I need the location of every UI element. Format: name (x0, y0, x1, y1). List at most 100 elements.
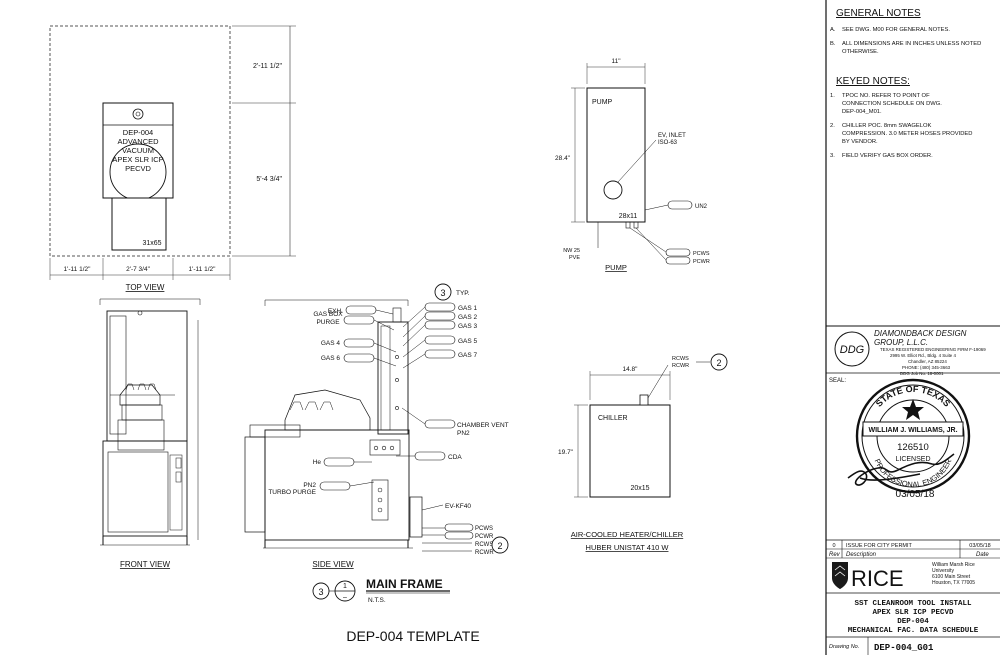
general-note-b-text-1: ALL DIMENSIONS ARE IN INCHES UNLESS NOTE… (842, 41, 981, 47)
revision-description: ISSUE FOR CITY PERMIT (846, 543, 913, 549)
pump-inlet-label-1: EV, INLET (658, 133, 686, 139)
owner-line-4: Houston, TX 77005 (932, 580, 975, 586)
main-frame-title: MAIN FRAME (366, 577, 443, 591)
firm-line-2: 2995 W. Elliot Rd., Bldg. 4 Suite 4 (890, 353, 956, 358)
general-notes-title: GENERAL NOTES (836, 8, 921, 19)
gas-box-purge-label-1: GAS BOX (313, 311, 343, 318)
owner-line-1: William Marsh Rice (932, 562, 975, 568)
chiller-caption-2: HUBER UNISTAT 410 W (586, 543, 670, 552)
keyed-note-2-text-1: CHILLER POC. 8mm SWAGELOK (842, 123, 931, 129)
rcws-label: RCWS (475, 542, 493, 548)
keyed-notes-title: KEYED NOTES: (836, 76, 910, 87)
drawing-number: DEP-004_G01 (874, 643, 934, 653)
revision-date: 03/05/18 (969, 543, 990, 549)
keyed-note-2-text-2: COMPRESSION. 3.0 METER HOSES PROVIDED (842, 131, 972, 137)
gas-4-label: GAS 4 (321, 340, 341, 347)
top-view-device-label-3: VACUUM (122, 146, 154, 155)
side-view (244, 299, 423, 549)
drawing-number-label: Drawing No. (829, 644, 859, 650)
pump-pcws-label: PCWS (693, 251, 710, 257)
firm-line-4: PHONE: (480) 345-3663 (902, 365, 951, 370)
top-view-clearance-zone (49, 25, 231, 257)
project-line-3: DEP-004 (897, 618, 929, 626)
main-frame-callout-den: – (343, 594, 347, 601)
typ-callout-number: 3 (440, 288, 445, 298)
side-view-gas-callouts: 3 TYP. GAS 1 GAS 2 GAS 3 GAS 5 GAS 7 CHA… (396, 283, 509, 556)
keyed-note-2-number: 2. (830, 123, 835, 129)
top-view-pump-footprint (111, 197, 167, 251)
firm-line-3: Chandler, AZ 85224 (908, 359, 947, 364)
main-frame-callout-left: 3 (318, 587, 323, 597)
pump-width-dim: 11" (611, 58, 621, 65)
pump-inlet-icon (603, 180, 623, 200)
pump-size: 28x11 (619, 213, 638, 220)
pcwr-label: PCWR (475, 534, 494, 540)
owner-line-2: University (932, 568, 954, 574)
keyed-note-1-text-2: CONNECTION SCHEDULE ON DWG. (842, 101, 942, 107)
revision-header-desc: Description (846, 552, 877, 558)
seal-name: WILLIAM J. WILLIAMS, JR. (868, 427, 957, 434)
general-note-a-text: SEE DWG. M00 FOR GENERAL NOTES. (842, 27, 950, 33)
firm-name-1: DIAMONDBACK DESIGN (874, 329, 967, 338)
project-line-4: MECHANICAL FAC. DATA SCHEDULE (848, 627, 979, 635)
seal-label: SEAL: (829, 378, 846, 384)
pump-caption: PUMP (605, 263, 627, 272)
top-view-device-label-2: ADVANCED (117, 137, 159, 146)
chamber-vent-label-1: CHAMBER VENT (457, 422, 509, 429)
template-title: DEP-004 TEMPLATE (346, 628, 479, 644)
main-frame-callout: 3 1 – MAIN FRAME N.T.S. (312, 577, 450, 604)
gas-2-label: GAS 2 (458, 314, 478, 321)
firm-name-2: GROUP, L.L.C. (874, 338, 928, 347)
firm-line-5: DDG Job No. 18-0001 (900, 371, 944, 376)
seal-licensed: LICENSED (895, 456, 930, 463)
top-view-device-label-5: PECVD (125, 164, 151, 173)
dim-left-width: 1'-11 1/2" (64, 266, 92, 273)
cda-label: CDA (448, 454, 462, 461)
gas-6-label: GAS 6 (321, 355, 341, 362)
pump-elevation: 11" PUMP 28.4" EV, INLET ISO-63 28x11 UN… (555, 58, 710, 272)
he-label: He (313, 459, 322, 466)
typ-label: TYP. (456, 290, 470, 297)
typ-callout-circle (434, 283, 452, 301)
main-frame-callout-num: 1 (343, 583, 347, 590)
pump-inlet-label-2: ISO-63 (658, 140, 678, 146)
project-line-2: APEX SLR ICP PECVD (872, 609, 954, 617)
engineer-signature (847, 453, 955, 486)
revision-number: 0 (832, 543, 835, 549)
pump-un2-label: UN2 (695, 204, 708, 210)
keyed-note-3-number: 3. (830, 153, 835, 159)
front-view-caption: FRONT VIEW (120, 560, 171, 569)
ddg-logo: DDG (840, 344, 865, 356)
ev-kf40-label: EV-KF40 (445, 503, 471, 510)
revision-header-date: Date (976, 552, 989, 558)
top-view-device-label-4: APEX SLR ICP (112, 155, 163, 164)
chiller-size: 20x15 (630, 485, 649, 492)
side-view-caption: SIDE VIEW (312, 560, 354, 569)
revision-header-rev: Rev (829, 552, 841, 558)
side-view-callout-2-number: 2 (497, 541, 502, 551)
pump-height-dim: 28.4" (555, 155, 571, 162)
chamber-vent-label-2: PN2 (457, 430, 470, 437)
top-view-port-icon (132, 108, 144, 120)
main-frame-scale: N.T.S. (368, 597, 386, 604)
pump-title: PUMP (592, 99, 613, 106)
front-view (99, 298, 201, 546)
general-note-b-letter: B. (830, 41, 836, 47)
chiller-port (639, 394, 649, 406)
keyed-note-1-number: 1. (830, 93, 835, 99)
general-note-a-letter: A. (830, 27, 836, 33)
project-line-1: SST CLEANROOM TOOL INSTALL (854, 600, 972, 608)
top-view: DEP-004 ADVANCED VACUUM APEX SLR ICP PEC… (49, 25, 296, 292)
side-view-callout-2 (491, 536, 509, 554)
pn2-turbo-label-2: TURBO PURGE (268, 489, 316, 496)
seal-number: 126510 (897, 442, 929, 453)
top-view-device-label-1: DEP-004 (123, 128, 153, 137)
rice-logo: RICE (851, 566, 904, 591)
dim-center-width: 2'-7 3/4" (126, 266, 150, 273)
pump-nw-label-2: PVE (569, 255, 580, 261)
keyed-note-2-text-3: BY VENDOR. (842, 139, 878, 145)
pcws-label: PCWS (475, 526, 493, 532)
chiller-callout-number: 2 (716, 358, 721, 368)
pump-pcwr-label: PCWR (693, 259, 710, 265)
